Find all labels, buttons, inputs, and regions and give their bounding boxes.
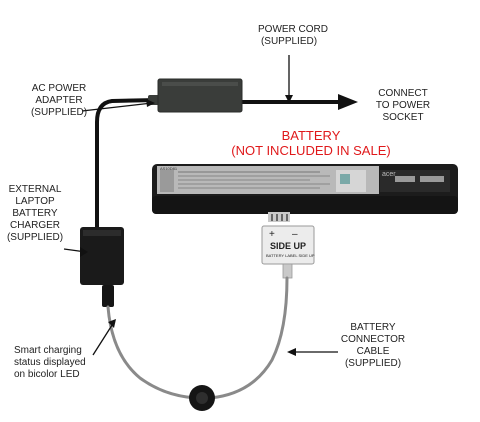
label-charger: EXTERNAL LAPTOP BATTERY CHARGER (SUPPLIE… <box>6 184 64 243</box>
connector-minus: – <box>292 229 298 240</box>
label-smart-charging: Smart charging status displayed on bicol… <box>14 345 86 380</box>
battery-model-text: AS10D81 <box>160 166 178 171</box>
label-battery: BATTERY (NOT INCLUDED IN SALE) <box>231 128 391 158</box>
ac-adapter-body <box>157 78 243 113</box>
power-cord-arrowhead <box>338 94 358 110</box>
connector-side-up: SIDE UP <box>270 241 307 251</box>
pointer-smart-charging <box>92 321 115 356</box>
label-connector-cable: BATTERY CONNECTOR CABLE (SUPPLIED) <box>340 322 406 369</box>
adapter-to-charger-cable <box>95 98 160 234</box>
label-power-cord: POWER CORD (SUPPLIED) <box>258 24 328 47</box>
label-ac-adapter: AC POWER ADAPTER (SUPPLIED) <box>30 83 88 118</box>
connector-cable <box>106 276 289 400</box>
battery <box>152 164 458 222</box>
battery-contacts <box>268 212 290 222</box>
connector-plus: + <box>269 229 275 240</box>
pointer-ac-adapter <box>81 102 153 112</box>
connector-small-print: BATTERY LABEL SIDE UP <box>266 253 315 258</box>
battery-brand-text: acer <box>382 171 396 178</box>
label-connect-socket: CONNECT TO POWER SOCKET <box>375 88 431 123</box>
charger-strain-relief <box>102 285 114 307</box>
external-charger-body <box>80 227 124 285</box>
